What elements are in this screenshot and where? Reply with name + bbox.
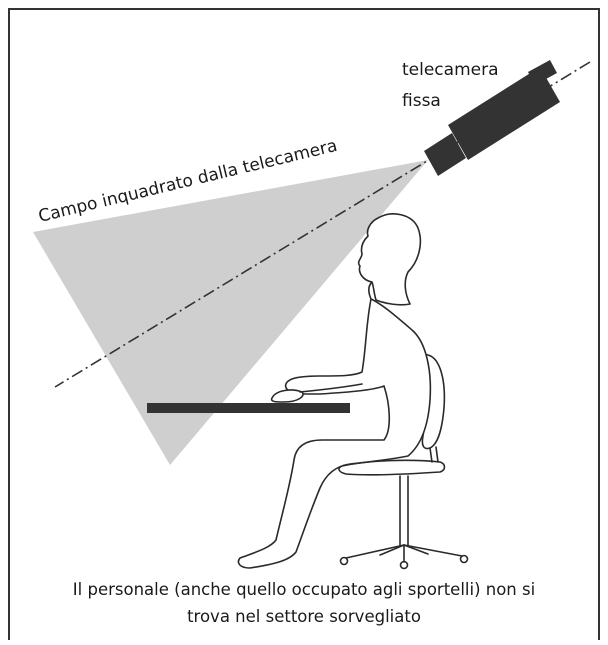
seated-person-icon bbox=[237, 213, 432, 569]
caption-line-2: trova nel settore sorvegliato bbox=[187, 607, 421, 626]
camera-field-of-view bbox=[33, 160, 428, 465]
diagram-frame bbox=[8, 8, 600, 640]
camera-label-line2: fissa bbox=[402, 91, 441, 111]
camera-icon bbox=[424, 60, 560, 176]
caption-line-1: Il personale (anche quello occupato agli… bbox=[72, 580, 536, 599]
desk bbox=[147, 403, 350, 413]
office-chair-icon bbox=[338, 353, 469, 570]
camera-label-line1: telecamera bbox=[402, 60, 499, 80]
